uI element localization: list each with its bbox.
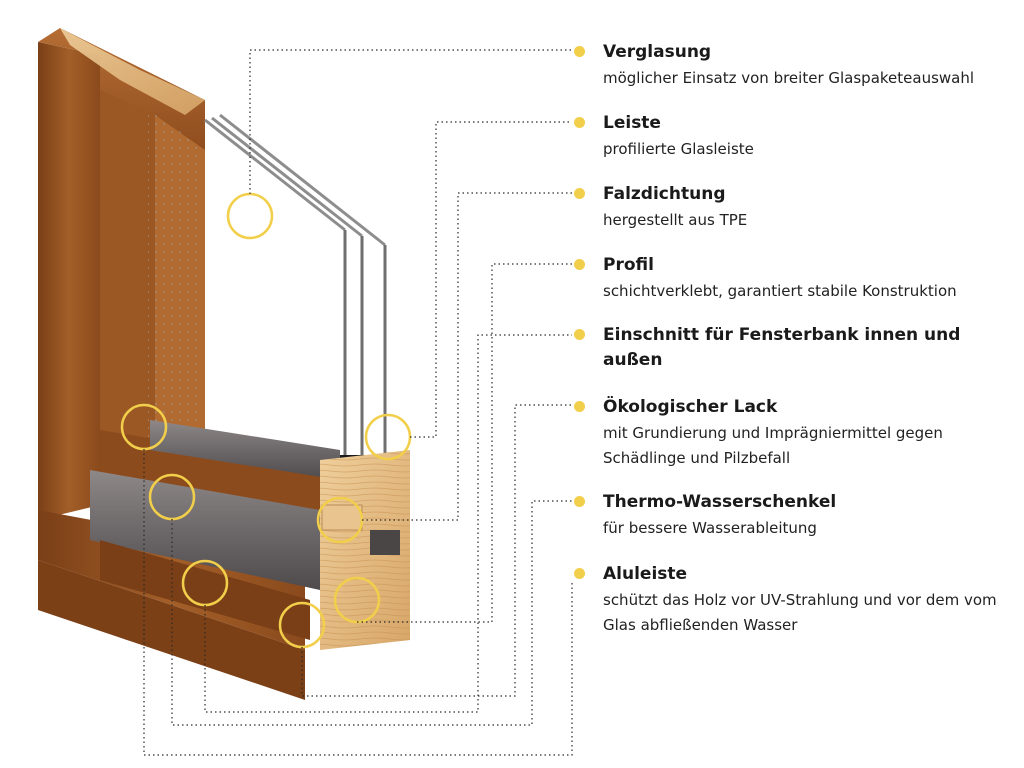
legend-item-description: hergestellt aus TPE bbox=[603, 211, 748, 229]
legend-item-description: schützt das Holz vor UV-Strahlung und vo… bbox=[603, 591, 997, 634]
legend-item-title: Thermo-Wasserschenkel bbox=[603, 492, 837, 512]
bullet-icon bbox=[574, 496, 585, 507]
legend-item-title: Verglasung bbox=[603, 42, 712, 62]
legend-item-title: Leiste bbox=[603, 113, 661, 133]
bullet-icon bbox=[574, 401, 585, 412]
glass-panes bbox=[204, 113, 390, 475]
legend-item-title: Ökologischer Lack bbox=[603, 397, 778, 417]
legend-item-description: möglicher Einsatz von breiter Glaspakete… bbox=[603, 69, 975, 87]
legend-item-description: schichtverklebt, garantiert stabile Kons… bbox=[603, 282, 957, 300]
leader-line bbox=[301, 404, 572, 697]
callout-circle bbox=[364, 413, 412, 461]
legend-item-title: Einschnitt für Fensterbank innen und auß… bbox=[603, 325, 961, 370]
legend-item-title: Profil bbox=[603, 255, 654, 275]
bullet-icon bbox=[574, 329, 585, 340]
legend-item-description: mit Grundierung und Imprägniermittel geg… bbox=[603, 424, 943, 467]
legend-item-title: Aluleiste bbox=[603, 564, 688, 584]
bullet-icon bbox=[574, 117, 585, 128]
sash-bottom-rail bbox=[90, 420, 345, 640]
leader-line bbox=[143, 449, 573, 756]
bullet-icon bbox=[574, 568, 585, 579]
bullet-icon bbox=[574, 46, 585, 57]
leader-line bbox=[249, 49, 572, 194]
bullet-icon bbox=[574, 188, 585, 199]
end-grain-section bbox=[320, 450, 410, 650]
legend-item-description: profilierte Glasleiste bbox=[603, 140, 754, 158]
legend-item-title: Falzdichtung bbox=[603, 184, 726, 204]
legend-item-description: für bessere Wasserableitung bbox=[603, 519, 817, 537]
leader-line bbox=[410, 121, 572, 438]
bullet-icon bbox=[574, 259, 585, 270]
leader-line bbox=[357, 263, 572, 623]
callout-circle bbox=[226, 192, 274, 240]
leader-line bbox=[204, 334, 572, 713]
